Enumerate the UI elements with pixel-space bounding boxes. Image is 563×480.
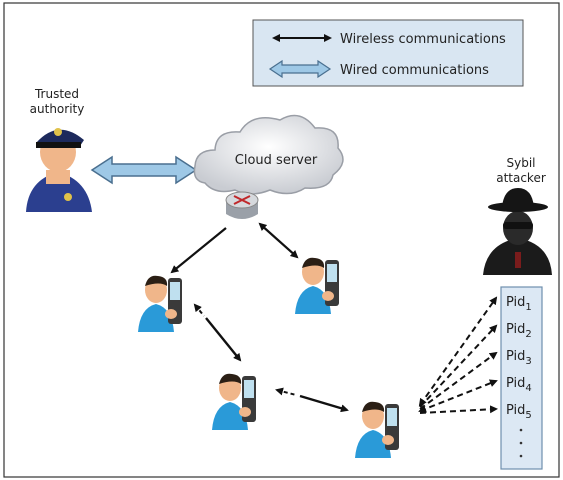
sybil-attacker-icon xyxy=(483,188,552,275)
authority-label-line2: authority xyxy=(30,102,85,116)
pid-5-label: Pid5 xyxy=(506,403,532,421)
wireless-link-user1-user3 xyxy=(205,317,242,362)
wired-legend-arrow xyxy=(268,59,332,79)
cloud-server-label: Cloud server xyxy=(235,153,318,168)
wireless-link-router-user2 xyxy=(258,222,299,259)
mobile-user-icon-1 xyxy=(138,275,182,332)
legend-box xyxy=(252,19,524,87)
wired-legend-label: Wired communications xyxy=(340,63,489,78)
pid-2-label: Pid2 xyxy=(506,322,532,340)
attacker-label-line2: attacker xyxy=(496,171,546,185)
attacker-label-line1: Sybil xyxy=(506,156,535,170)
police-officer-icon xyxy=(26,128,92,212)
cloud-server-icon xyxy=(193,114,344,195)
legend: Wireless communications Wired communicat… xyxy=(252,19,524,87)
pid-ellipsis xyxy=(519,428,523,458)
wired-link-authority-cloud xyxy=(90,155,198,185)
pid-3-label: Pid3 xyxy=(506,349,532,367)
mobile-user-icon-4 xyxy=(355,401,399,458)
wireless-link-router-user1 xyxy=(170,227,227,274)
pseudonym-list-box xyxy=(500,286,543,470)
sybil-links xyxy=(418,296,498,414)
mobile-user-icon-3 xyxy=(212,373,256,430)
router-icon xyxy=(225,191,259,219)
wireless-link-user3-user4 xyxy=(299,394,349,413)
wireless-legend-label: Wireless communications xyxy=(340,32,506,47)
figure-frame xyxy=(3,2,560,478)
wireless-link-user1-user3-dashed xyxy=(193,303,205,317)
wireless-link-user3-user4-dashed xyxy=(275,387,297,396)
mobile-user-icon-2 xyxy=(295,257,339,314)
pid-1-label: Pid1 xyxy=(506,295,532,313)
authority-label-line1: Trusted xyxy=(34,87,79,101)
pid-4-label: Pid4 xyxy=(506,376,532,394)
